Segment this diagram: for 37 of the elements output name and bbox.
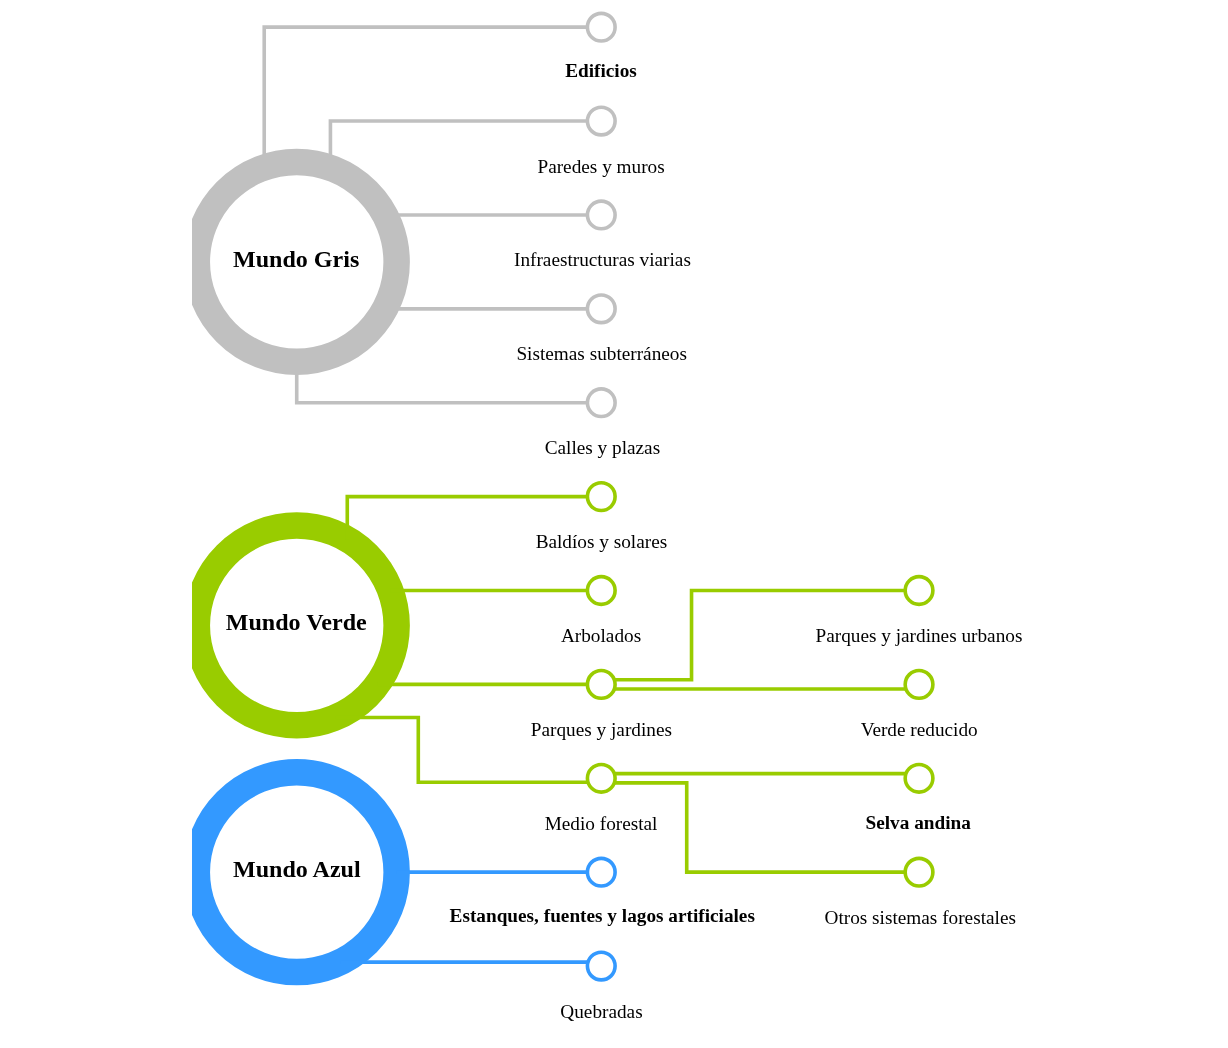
node-label: Quebradas: [559, 1000, 643, 1022]
node-label: Parques y jardines: [530, 718, 672, 740]
node-label: Edificios: [564, 60, 637, 82]
node-label: Estanques, fuentes y lagos artificiales: [449, 905, 755, 927]
node-circle: [585, 387, 617, 419]
connector: [614, 687, 906, 691]
node-label: Parques y jardines urbanos: [815, 625, 1022, 647]
node-circle: [585, 11, 617, 43]
node-label: Calles y plazas: [544, 437, 660, 459]
node-circle: [585, 762, 617, 794]
node-label: Medio forestal: [544, 812, 657, 834]
node-circle: [585, 668, 617, 701]
node-circle: [585, 480, 617, 513]
connector: [614, 588, 905, 682]
node-circle: Mundo Gris: [191, 148, 410, 376]
node-circle: [585, 574, 617, 607]
node-circle: [585, 105, 617, 137]
node-circle: [585, 199, 617, 231]
node-label: Baldíos y solares: [535, 531, 667, 553]
node-label: Otros sistemas forestales: [824, 906, 1016, 928]
node-label: Infraestructuras viarias: [513, 249, 691, 271]
node-circle: [902, 668, 935, 701]
node-circle: [902, 856, 935, 888]
node-label: Paredes y muros: [536, 155, 665, 177]
node-circle: [585, 950, 617, 982]
node-label: Sistemas subterráneos: [515, 343, 687, 365]
node-circle: [585, 856, 617, 888]
node-label: Arbolados: [560, 625, 641, 647]
node-label: Verde reducido: [860, 718, 978, 740]
node-circle: [902, 762, 935, 794]
node-circle: [585, 293, 617, 325]
connector: [614, 781, 905, 874]
connector: [614, 771, 906, 776]
node-circle: Mundo Verde: [191, 512, 410, 739]
node-circle: [902, 574, 935, 607]
node-label: Selva andina: [864, 811, 971, 833]
node-circle: Mundo Azul: [191, 759, 410, 986]
